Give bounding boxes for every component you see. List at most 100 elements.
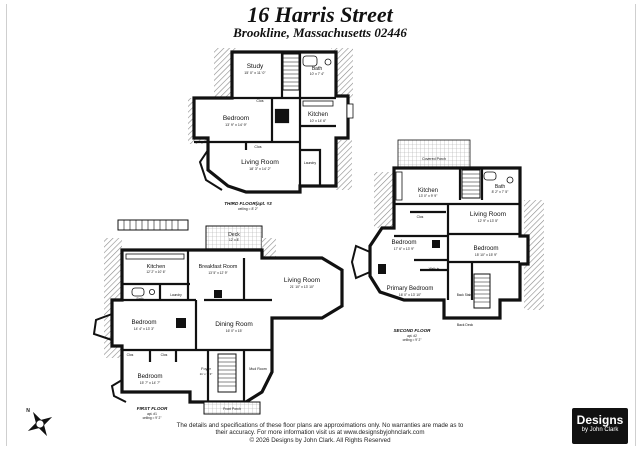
second-bay-window — [350, 244, 371, 280]
first-deck-name: Deck — [228, 232, 240, 238]
second-porch-name: Covered Porch — [422, 157, 446, 161]
third-bath-dim: 10' x 7' 4" — [310, 72, 325, 76]
first-foyer-dim: 11' x 7' 3" — [200, 372, 213, 376]
second-floor-apt: apt. #2 — [407, 334, 417, 338]
third-bedroom-dim: 13' 9" x 14' 9" — [225, 123, 247, 127]
second-primary-name: Primary Bedroom — [387, 286, 434, 292]
second-floor-plan — [350, 139, 544, 320]
first-bedroom1-dim: 14' 4" x 13' 3" — [134, 327, 155, 331]
third-bedroom-name: Bedroom — [223, 115, 249, 122]
second-primary-dim: 16' 0" x 13' 10" — [399, 293, 422, 297]
first-floor-labels: Deck 12' x 8' Kitchen 12' 2" x 10' 6" Br… — [127, 232, 320, 420]
compass-rose: N — [26, 408, 53, 437]
second-covered-porch — [397, 139, 471, 169]
first-dining-dim: 16' 0" x 15' — [226, 329, 243, 333]
second-kitchen-counter — [395, 171, 403, 201]
page-frame — [6, 4, 636, 446]
address-subtitle: Brookline, Massachusetts 02446 — [233, 25, 407, 40]
second-backdeck-name: Back Deck — [457, 323, 474, 327]
first-bay-window-bottom — [110, 379, 127, 403]
first-bedroom2-name: Bedroom — [137, 373, 162, 380]
first-kitchen-counter — [125, 253, 185, 260]
first-chimney — [214, 290, 222, 298]
first-kitchen-dim: 12' 2" x 10' 6" — [146, 270, 165, 274]
compass-center — [35, 419, 45, 429]
first-floor-apt: apt. #1 — [147, 412, 157, 416]
logo-subtitle: by John Clark — [581, 427, 619, 433]
third-floor-ceiling: ceiling = 8' 2" — [238, 207, 259, 211]
second-fireplace — [378, 264, 386, 274]
copyright-line: © 2026 Designs by John Clark. All Rights… — [249, 436, 391, 444]
third-closet-name: Clos — [256, 99, 263, 103]
first-mud-name: Mud Room — [249, 367, 267, 371]
third-closet2-name: Clos — [254, 145, 261, 149]
second-floor-ceiling: ceiling = 9' 2" — [403, 338, 422, 342]
first-laundry-name: Laundry — [170, 293, 182, 297]
second-kitchen-name: Kitchen — [418, 188, 438, 194]
second-stairs-front — [461, 169, 481, 199]
third-chimney — [276, 110, 288, 122]
second-floor-title: SECOND FLOOR — [393, 328, 431, 333]
first-breakfast-dim: 13' 5" x 12' 9" — [208, 271, 227, 275]
third-living-dim: 18' 3" x 14' 2" — [249, 167, 271, 171]
first-closet-name: Clos — [127, 353, 134, 357]
designs-logo: Designs by John Clark — [572, 408, 628, 444]
third-bath-tub — [302, 55, 318, 67]
second-bath-name: Bath — [495, 184, 506, 190]
first-bath-toilet — [148, 288, 155, 295]
first-living-dim: 21' 10" x 13' 10" — [290, 285, 315, 289]
second-floor-labels: Covered Porch Kitchen 13' 0" x 9' 9" Bat… — [387, 157, 509, 342]
second-bedroom1-dim: 17' 6" x 13' 9" — [394, 247, 415, 251]
second-interior-walls — [394, 168, 520, 300]
third-study-name: Study — [247, 63, 264, 70]
third-bath-toilet — [324, 58, 332, 66]
first-bedroom1-name: Bedroom — [131, 319, 156, 326]
third-floor-labels: Study 15' 0" x 11' 0" Bath 10' x 7' 4" K… — [223, 63, 328, 211]
first-kitchen-name: Kitchen — [147, 264, 166, 270]
third-living-name: Living Room — [241, 159, 279, 166]
second-bath-tub — [483, 171, 497, 181]
third-stairs — [282, 53, 300, 91]
disclaimer-line-1: The details and specifications of these … — [176, 422, 464, 429]
second-backstair-name: Back Stair — [457, 293, 472, 297]
second-living-dim: 12' 9" x 13' 5" — [478, 219, 499, 223]
disclaimer-line-2: their accuracy. For more information vis… — [215, 429, 425, 437]
third-kitchen-range — [346, 103, 354, 119]
third-kitchen-counter — [302, 100, 334, 107]
first-fireplace — [176, 318, 186, 328]
disclaimer: The details and specifications of these … — [150, 422, 490, 444]
logo-title: Designs — [576, 413, 624, 427]
second-chimney — [432, 240, 440, 248]
third-laundry-name: Laundry — [304, 161, 317, 165]
third-interior-walls — [194, 52, 336, 186]
third-kitchen-name: Kitchen — [308, 112, 328, 118]
first-floor-plan — [92, 219, 344, 415]
third-floor-plan — [188, 48, 354, 194]
second-walkin-name: Walk-in — [429, 267, 440, 271]
first-floor-ceiling: ceiling = 9' 2" — [143, 416, 162, 420]
first-interior-walls — [122, 250, 272, 402]
second-bedroom2-dim: 15' 10" x 15' 9" — [475, 253, 498, 257]
first-bedroom2-dim: 15' 7" x 14' 7" — [140, 381, 161, 385]
second-living-name: Living Room — [470, 211, 506, 218]
first-closet2-name: Clos — [161, 353, 168, 357]
compass-north-label: N — [26, 408, 30, 414]
second-roof-left — [374, 172, 394, 228]
second-stairs — [473, 273, 491, 309]
first-bay-window-left — [92, 313, 113, 341]
third-study-dim: 15' 0" x 11' 0" — [244, 71, 266, 75]
second-bath-toilet — [506, 176, 514, 184]
first-back-stair — [117, 219, 189, 231]
third-bath-name: Bath — [312, 66, 323, 72]
first-floor-title: FIRST FLOOR — [137, 406, 168, 411]
first-bath-name: Bath — [137, 297, 144, 301]
first-main-stair — [217, 353, 237, 393]
first-deck-dim: 12' x 8' — [229, 238, 239, 242]
first-living-name: Living Room — [284, 277, 320, 284]
third-bay-window — [198, 149, 223, 191]
third-roof-right-lower — [336, 140, 352, 190]
second-bedroom1-name: Bedroom — [391, 239, 416, 246]
second-closet-name: Clos — [417, 215, 424, 219]
first-outer-wall — [110, 248, 344, 404]
first-bath-tub — [131, 287, 145, 297]
